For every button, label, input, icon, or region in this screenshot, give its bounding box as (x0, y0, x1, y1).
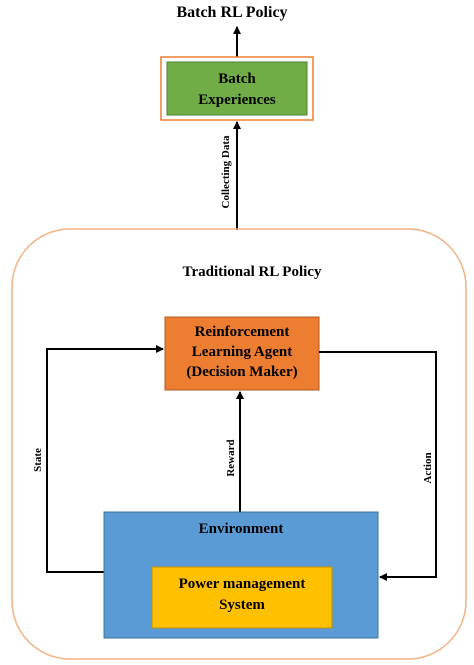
action-arrow (319, 351, 437, 581)
traditional-policy-container (11, 228, 467, 660)
state-label: State (32, 448, 44, 472)
power-box-line1: Power management (179, 576, 306, 592)
action-label: Action (422, 452, 434, 483)
batch-policy-title: Batch RL Policy (176, 4, 287, 21)
traditional-policy-title: Traditional RL Policy (183, 264, 322, 280)
environment-title: Environment (199, 521, 284, 537)
agent-box-line3: (Decision Maker) (186, 364, 297, 380)
agent-box-line2: Learning Agent (192, 344, 292, 360)
batch-box-line1: Batch (218, 71, 256, 87)
batch-box-line2: Experiences (198, 92, 276, 108)
power-management-box: Power management System (151, 566, 333, 629)
collecting-data-label: Collecting Data (220, 135, 232, 209)
agent-box-line1: Reinforcement (195, 324, 290, 340)
reward-label: Reward (225, 439, 237, 476)
power-box-line2: System (219, 597, 265, 613)
rl-agent-box: Reinforcement Learning Agent (Decision M… (164, 316, 320, 391)
state-arrow (46, 345, 164, 573)
batch-experiences-box: Batch Experiences (160, 56, 314, 121)
